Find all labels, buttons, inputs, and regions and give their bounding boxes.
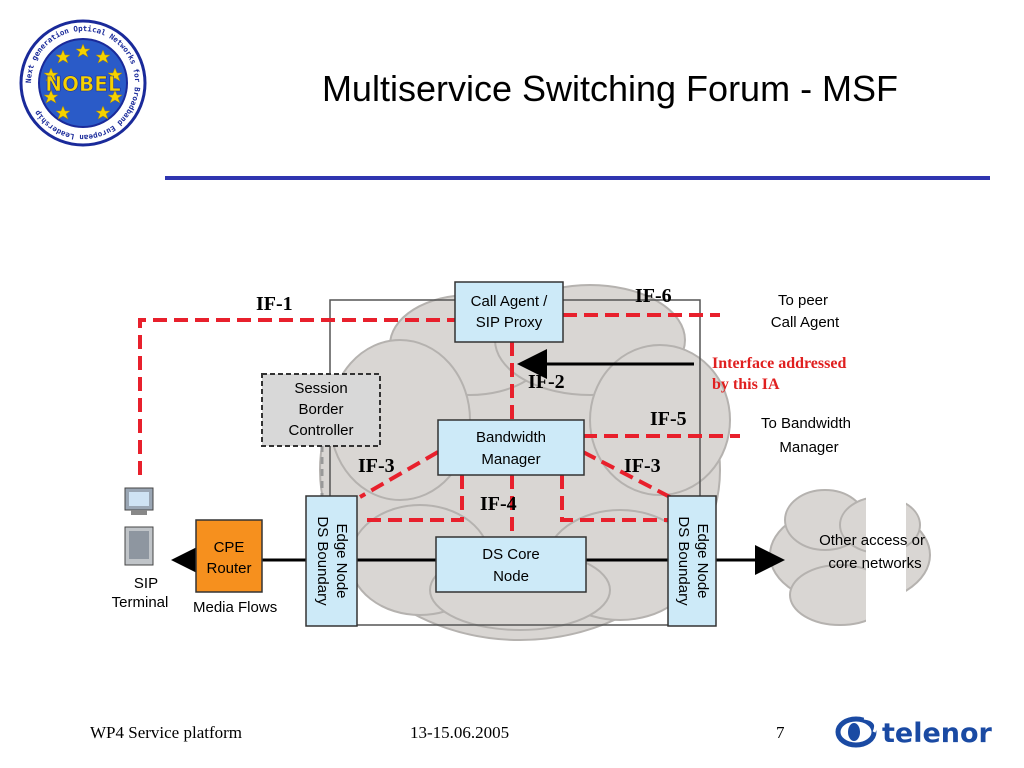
edge-right-line1: Edge Node [694, 523, 711, 598]
bandwidth-manager-box: Bandwidth Manager [437, 419, 585, 476]
cpe-line2: Router [206, 560, 251, 577]
sip-terminal-icon [124, 487, 154, 566]
media-flows-label: Media Flows [193, 599, 277, 616]
sip-terminal-line1: SIP [134, 575, 158, 592]
other-networks-line2: core networks [828, 555, 921, 572]
interface-note-line2: by this IA [712, 376, 780, 393]
if3-left-label: IF-3 [358, 455, 395, 477]
call-agent-line1: Call Agent / [471, 293, 549, 310]
telenor-swirl-icon [835, 716, 878, 748]
star-ring-icon [43, 43, 123, 120]
edge-right-line2: DS Boundary [675, 516, 692, 606]
sbc-line2: Border [298, 401, 343, 418]
other-networks-line1: Other access or [819, 532, 925, 549]
if4-label: IF-4 [480, 493, 517, 515]
ds-core-node-box: DS Core Node [435, 536, 587, 593]
bwm-line2: Manager [481, 451, 540, 468]
if1-label: IF-1 [256, 293, 293, 315]
edge-node-right-box: Edge Node DS Boundary [667, 495, 717, 627]
cpe-router-box: CPE Router [195, 519, 263, 593]
telenor-wordmark: telenor [882, 718, 993, 749]
bwm-line1: Bandwidth [476, 429, 546, 446]
slide-title: Multiservice Switching Forum - MSF [321, 68, 899, 109]
edge-left-line1: Edge Node [333, 523, 350, 598]
interface-lines [138, 313, 740, 540]
bw-note-line2: Manager [779, 439, 838, 456]
bw-note-line1: To Bandwidth [761, 415, 851, 432]
if6-label: IF-6 [635, 285, 672, 307]
sip-terminal-line2: Terminal [112, 594, 169, 611]
cpe-line1: CPE [214, 539, 245, 556]
if2-label: IF-2 [528, 371, 565, 393]
peer-note-line1: To peer [778, 292, 828, 309]
edge-node-left-box: Edge Node DS Boundary [305, 495, 358, 627]
logo-text: NOBEL [45, 72, 121, 96]
sbc-line1: Session [294, 380, 347, 397]
session-border-controller-box: Session Border Controller [261, 373, 381, 447]
dscore-line1: DS Core [482, 546, 540, 563]
nobel-logo: Next generation Optical Networks for Bro… [19, 19, 147, 147]
telenor-logo: telenor [835, 716, 993, 749]
title-divider [165, 176, 990, 180]
peer-note-line2: Call Agent [771, 314, 840, 331]
interface-note-line1: Interface addressed [712, 355, 846, 372]
footer-date: 13-15.06.2005 [410, 723, 510, 742]
dscore-line2: Node [493, 568, 529, 585]
if5-label: IF-5 [650, 408, 687, 430]
page-number: 7 [776, 723, 785, 742]
call-agent-box: Call Agent / SIP Proxy [454, 281, 564, 343]
call-agent-line2: SIP Proxy [476, 314, 543, 331]
footer-project: WP4 Service platform [90, 723, 243, 742]
if3-right-label: IF-3 [624, 455, 661, 477]
sbc-line3: Controller [288, 422, 353, 439]
edge-left-line2: DS Boundary [314, 516, 331, 606]
